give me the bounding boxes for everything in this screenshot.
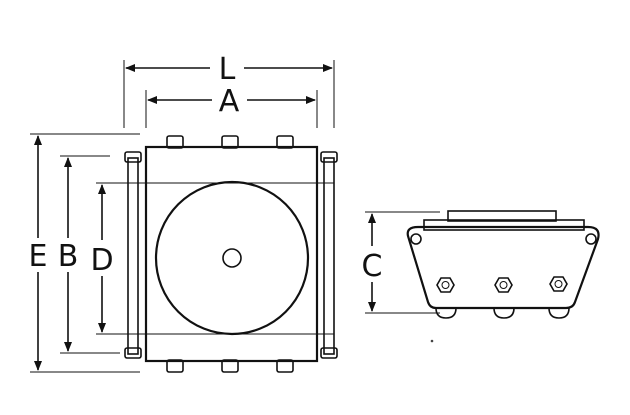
side-view: C [362,210,600,343]
roller-2 [493,307,515,319]
upper-deck [423,219,585,231]
stray-mark [430,339,434,343]
center-pin [222,248,242,268]
side-rod-right [320,151,338,359]
end-hole-right [585,233,597,245]
side-bolt-3 [549,276,568,292]
roller-3 [548,307,570,319]
label-e: E [29,239,48,274]
label-c: C [362,249,383,284]
label-a: A [219,84,240,119]
label-b: B [58,239,79,274]
side-bolt-1 [436,277,455,293]
top-view: L A E B D [29,52,338,373]
turntable-circle [154,180,310,336]
label-l: L [219,52,236,87]
label-d: D [90,243,113,278]
roller-1 [435,307,457,319]
end-hole-left [410,233,422,245]
side-bolt-2 [494,277,513,293]
skate-body-top-view [144,145,319,363]
skate-body-side-view [406,225,600,310]
side-rod-left [124,151,142,359]
top-plate [447,210,557,222]
